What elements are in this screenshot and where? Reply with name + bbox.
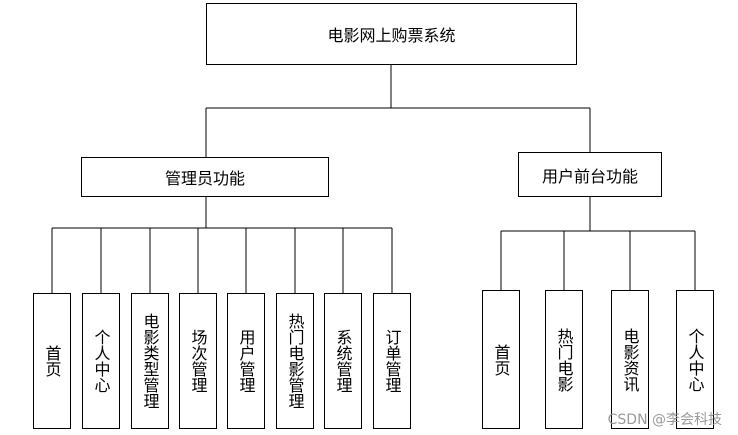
admin-leaf-label: 首页: [42, 345, 62, 377]
admin-leaf-home: 首页: [33, 293, 71, 429]
admin-leaf-session-management: 场次管理: [179, 293, 217, 429]
admin-functions-node: 管理员功能: [81, 157, 329, 197]
watermark-text: CSDN @李会科技: [607, 412, 722, 428]
admin-leaf-order-management: 订单管理: [373, 293, 411, 429]
admin-leaf-label: 场次管理: [188, 329, 208, 393]
admin-leaf-personal-center: 个人中心: [82, 293, 120, 429]
user-frontend-node: 用户前台功能: [518, 152, 662, 197]
user-leaf-label: 首页: [491, 343, 511, 376]
user-leaf-label: 电影资讯: [620, 327, 640, 392]
root-node-label: 电影网上购票系统: [327, 26, 456, 45]
user-leaf-hot-movies: 热门电影: [545, 290, 583, 429]
admin-leaf-label: 电影类型管理: [140, 313, 160, 409]
admin-leaf-label: 个人中心: [91, 329, 111, 393]
admin-functions-label: 管理员功能: [164, 169, 245, 188]
user-frontend-label: 用户前台功能: [541, 166, 638, 186]
user-leaf-personal-center: 个人中心: [676, 290, 714, 429]
root-node: 电影网上购票系统: [206, 3, 577, 65]
admin-leaf-label: 系统管理: [333, 329, 353, 393]
admin-leaf-label: 用户管理: [236, 329, 256, 393]
admin-leaf-hot-movie-management: 热门电影管理: [276, 293, 314, 429]
user-leaf-label: 热门电影: [554, 327, 574, 392]
admin-leaf-user-management: 用户管理: [227, 293, 265, 429]
admin-leaf-movie-type-management: 电影类型管理: [131, 293, 169, 429]
user-leaf-movie-news: 电影资讯: [611, 290, 649, 429]
admin-leaf-label: 订单管理: [382, 329, 402, 393]
admin-leaf-label: 热门电影管理: [285, 313, 305, 409]
user-leaf-label: 个人中心: [685, 327, 705, 392]
admin-leaf-system-management: 系统管理: [324, 293, 362, 429]
user-leaf-home: 首页: [482, 290, 520, 429]
